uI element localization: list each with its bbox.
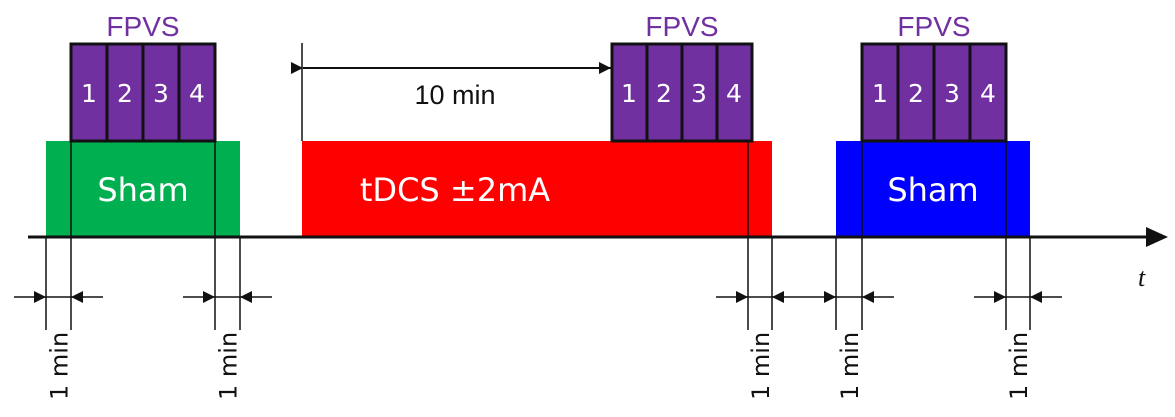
- run-number: 3: [153, 79, 169, 108]
- gap-label: 1 min: [1005, 332, 1033, 400]
- interval-10min: 10 min: [291, 43, 611, 141]
- gap-1min: 1 min: [804, 237, 894, 400]
- fpvs-block-3: FPVS 1 2 3 4: [860, 11, 1008, 143]
- block-label: tDCS ±2mA: [360, 171, 550, 209]
- gap-1min: 1 min: [183, 237, 272, 400]
- interval-label: 10 min: [414, 80, 495, 110]
- fpvs-block-2: FPVS 1 2 3 4: [610, 11, 754, 143]
- sham-block-2: Sham: [836, 141, 1030, 237]
- gap-label: 1 min: [215, 332, 243, 400]
- block-label: Sham: [97, 171, 188, 209]
- fpvs-label: FPVS: [645, 11, 718, 42]
- fpvs-label: FPVS: [897, 11, 970, 42]
- gap-label: 1 min: [46, 332, 74, 400]
- axis-arrow-icon: [1146, 227, 1168, 247]
- gap-label: 1 min: [747, 332, 775, 400]
- fpvs-block-1: FPVS 1 2 3 4: [69, 11, 217, 143]
- run-number: 1: [81, 79, 97, 108]
- axis-label: t: [1138, 263, 1146, 292]
- run-number: 4: [726, 79, 742, 108]
- run-number: 2: [117, 79, 133, 108]
- gap-markers: 1 min 1 min 1 min 1 min 1 min: [14, 237, 1062, 400]
- run-number: 4: [980, 79, 996, 108]
- fpvs-label: FPVS: [106, 11, 179, 42]
- gap-1min: 1 min: [14, 237, 103, 400]
- run-number: 2: [656, 79, 672, 108]
- run-number: 1: [621, 79, 637, 108]
- sham-block-1: Sham: [46, 141, 240, 237]
- run-number: 2: [908, 79, 924, 108]
- gap-1min: 1 min: [716, 237, 804, 400]
- run-number: 4: [189, 79, 205, 108]
- time-axis: t: [28, 227, 1168, 292]
- run-number: 3: [944, 79, 960, 108]
- run-number: 1: [872, 79, 888, 108]
- block-label: Sham: [887, 171, 978, 209]
- tdcs-block: tDCS ±2mA: [302, 141, 772, 237]
- gap-1min: 1 min: [974, 237, 1062, 400]
- gap-label: 1 min: [836, 332, 864, 400]
- run-number: 3: [691, 79, 707, 108]
